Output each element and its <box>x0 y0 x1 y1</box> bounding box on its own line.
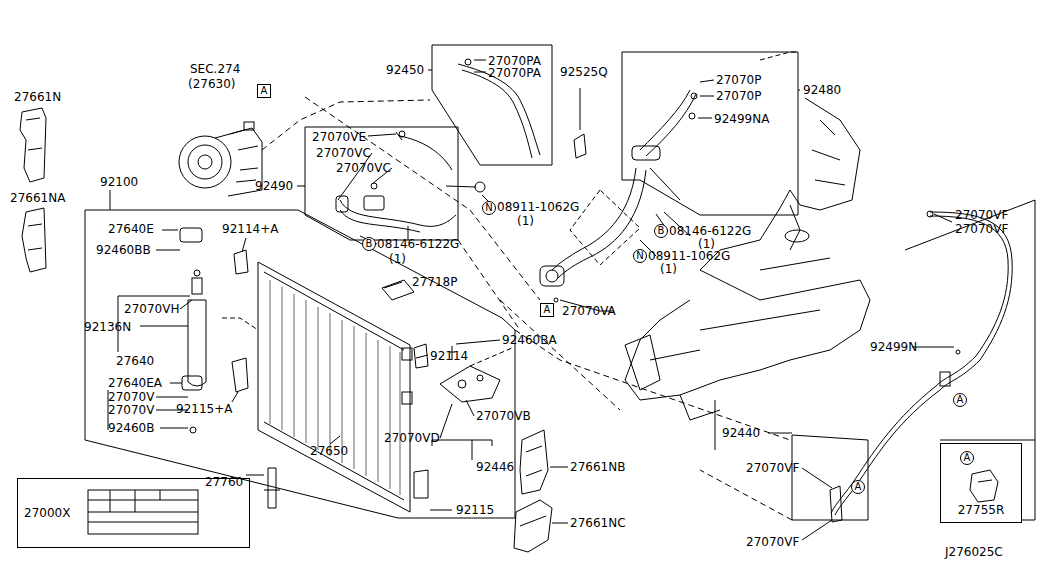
part-number: 92525Q <box>560 65 608 79</box>
node-text: 27000X <box>24 507 70 519</box>
part-number: 92499N <box>870 340 917 354</box>
part-number: J276025C <box>945 545 1003 559</box>
part-number: 27661NB <box>570 460 625 474</box>
circled-marker: A <box>960 451 974 465</box>
part-number: 27070V <box>108 403 154 417</box>
part-number: 27070VD <box>384 431 440 445</box>
part-number: 92114 <box>430 349 468 363</box>
part-number: 27760 <box>205 475 243 489</box>
circled-marker: N <box>633 249 647 263</box>
part-number: 27070VC <box>316 146 371 160</box>
part-number: 27070P <box>716 89 761 103</box>
part-number: 27650 <box>310 444 348 458</box>
part-number: 27661NC <box>570 516 626 530</box>
part-number: 27070VA <box>562 304 616 318</box>
part-number: 27070VF <box>746 535 799 549</box>
circled-marker: B <box>654 224 668 238</box>
circled-marker: B <box>362 237 376 251</box>
part-number: 27640EA <box>108 376 162 390</box>
node-text: A <box>957 394 964 406</box>
part-number: 27661NA <box>10 191 65 205</box>
part-number: 27070V <box>108 390 154 404</box>
part-number: 92480 <box>803 83 841 97</box>
part-number: 92115 <box>456 503 494 517</box>
part-number: 08146-6122G <box>377 237 459 251</box>
node-text: A <box>544 304 551 316</box>
part-number: 92499NA <box>714 112 769 126</box>
node-text: B <box>658 225 665 237</box>
part-number: (1) <box>389 252 406 266</box>
part-number: 92460BB <box>96 243 151 257</box>
part-number: 08911-1062G <box>648 249 730 263</box>
part-number: 92460BA <box>502 333 557 347</box>
part-number: 27070VB <box>476 409 531 423</box>
part-number: (1) <box>660 262 677 276</box>
circled-marker: A <box>851 480 865 494</box>
part-number: 92115+A <box>176 402 232 416</box>
node-text: 27755R <box>958 504 1005 516</box>
part-number: SEC.274 <box>190 62 240 76</box>
part-number: 92100 <box>100 175 138 189</box>
part-number: 27070PA <box>488 66 541 80</box>
part-number: 27640 <box>116 354 154 368</box>
part-number: 08146-6122G <box>669 224 751 238</box>
part-number: 27070VF <box>955 208 1008 222</box>
part-number: 27718P <box>412 275 457 289</box>
part-number: 08911-1062G <box>497 200 579 214</box>
part-number: 27070PA <box>488 54 541 68</box>
part-number: 92114+A <box>222 222 278 236</box>
node-text: B <box>366 238 373 250</box>
part-number: 27070P <box>716 73 761 87</box>
part-number: 92490 <box>255 179 293 193</box>
part-number: 27070VC <box>336 161 391 175</box>
node-text: A <box>261 85 268 97</box>
node-text: A <box>964 452 971 464</box>
part-number: 27070VH <box>124 302 179 316</box>
part-number: 27070VF <box>746 461 799 475</box>
boxed-marker: A <box>257 84 271 98</box>
circled-marker: A <box>953 393 967 407</box>
boxed-marker: A <box>540 303 554 317</box>
part-number: 92136N <box>84 320 131 334</box>
circled-marker: N <box>482 201 496 215</box>
part-number: 92450 <box>386 63 424 77</box>
part-number: 27661N <box>14 90 61 104</box>
part-number: 92446 <box>476 460 514 474</box>
node-text: N <box>636 250 643 262</box>
node-text: A <box>855 481 862 493</box>
part-number: (1) <box>517 214 534 228</box>
part-number: 92440 <box>722 426 760 440</box>
part-number: 92460B <box>108 421 154 435</box>
part-number: 27070VF <box>955 222 1008 236</box>
node-text: N <box>485 202 492 214</box>
part-number: (1) <box>698 237 715 251</box>
part-number: 27070VE <box>312 130 366 144</box>
part-number: (27630) <box>188 77 236 91</box>
part-number: 27640E <box>108 222 154 236</box>
part-box: 27755R A <box>940 443 1022 523</box>
